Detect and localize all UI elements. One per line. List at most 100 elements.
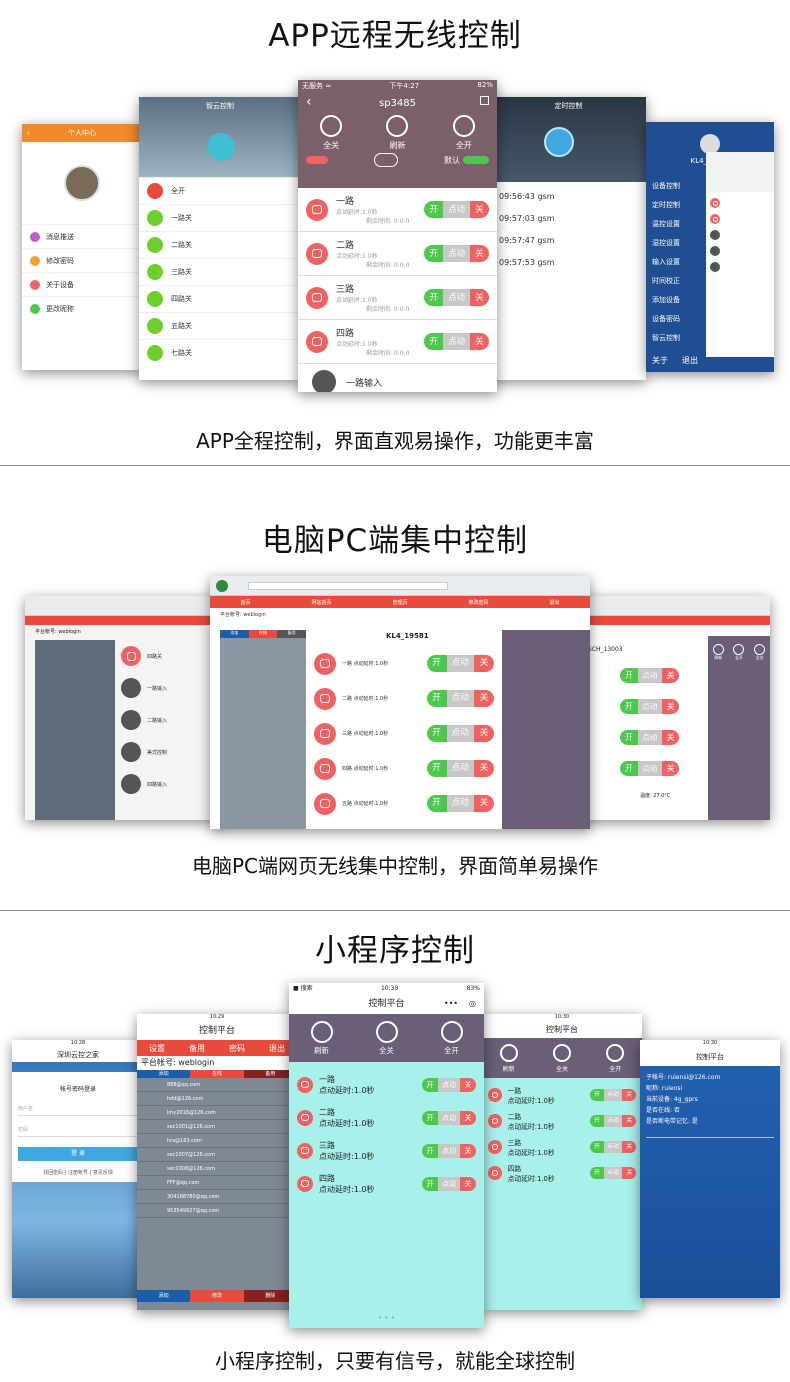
foot-button[interactable]: 添加 xyxy=(137,1290,191,1302)
off-button[interactable]: 关 xyxy=(469,289,489,306)
pulse-button[interactable]: 点动 xyxy=(637,698,662,715)
off-button[interactable]: 关 xyxy=(661,729,680,746)
off-button[interactable]: 关 xyxy=(460,1176,476,1191)
on-button[interactable]: 开 xyxy=(424,201,444,218)
personal-menu-item[interactable]: 修改密码 xyxy=(22,248,142,272)
login-button[interactable]: 登 录 xyxy=(18,1147,138,1161)
mini-col[interactable]: 添加 xyxy=(137,1070,191,1078)
off-button[interactable]: 关 xyxy=(622,1167,636,1179)
nav-link[interactable]: 修改密码 xyxy=(468,599,489,606)
pulse-button[interactable]: 点动 xyxy=(438,1143,460,1158)
pulse-button[interactable]: 点动 xyxy=(446,654,474,673)
mini-action[interactable]: 全关 xyxy=(552,1043,571,1073)
on-button[interactable]: 开 xyxy=(620,698,638,715)
mini-col[interactable]: 在线 xyxy=(190,1070,244,1078)
on-button[interactable]: 开 xyxy=(426,689,447,708)
mini-action[interactable]: 全开 xyxy=(440,1020,463,1056)
pulse-button[interactable]: 点动 xyxy=(443,201,470,218)
off-button[interactable]: 关 xyxy=(460,1077,476,1092)
smart-item[interactable]: 四路关 xyxy=(139,285,301,312)
pulse-button[interactable]: 点动 xyxy=(603,1167,623,1179)
pulse-button[interactable]: 点动 xyxy=(603,1115,623,1127)
on-button[interactable]: 开 xyxy=(620,667,638,684)
about-link[interactable]: 关于 xyxy=(652,356,668,365)
on-button[interactable]: 开 xyxy=(590,1115,604,1127)
foot-button[interactable]: 修改 xyxy=(190,1290,244,1302)
pulse-button[interactable]: 点动 xyxy=(443,333,470,350)
back-icon[interactable]: ‹ xyxy=(27,129,30,137)
menu-item[interactable]: 湿控设置 xyxy=(652,239,680,247)
account-item[interactable]: 888@qq.com xyxy=(137,1078,297,1092)
pulse-button[interactable]: 点动 xyxy=(603,1141,623,1153)
mini-tab[interactable]: 密码 xyxy=(229,1043,245,1053)
timer-entry[interactable]: 09:56:43 gsm xyxy=(499,192,555,201)
personal-menu-item[interactable]: 关于设备 xyxy=(22,272,142,296)
mode-pill[interactable] xyxy=(306,156,328,164)
pulse-button[interactable]: 点动 xyxy=(446,794,474,813)
pulse-button[interactable]: 点动 xyxy=(603,1089,623,1101)
off-button[interactable]: 关 xyxy=(469,245,489,262)
on-button[interactable]: 开 xyxy=(424,333,444,350)
account-item[interactable]: lmy2018@126.com xyxy=(137,1106,297,1120)
smart-item[interactable]: 五路关 xyxy=(139,312,301,339)
mini-tab[interactable]: 设置 xyxy=(149,1043,165,1053)
menu-item[interactable]: 设备控制 xyxy=(652,182,680,190)
off-button[interactable]: 关 xyxy=(622,1141,636,1153)
default-toggle[interactable] xyxy=(463,156,489,164)
off-button[interactable]: 关 xyxy=(661,760,680,777)
on-button[interactable]: 开 xyxy=(422,1143,438,1158)
on-button[interactable]: 开 xyxy=(424,289,444,306)
pulse-button[interactable]: 点动 xyxy=(443,245,470,262)
action-全关[interactable]: 全关 xyxy=(320,115,343,151)
account-item[interactable]: 953549927@qq.com xyxy=(137,1204,297,1218)
list-tab[interactable]: 添加 xyxy=(220,630,249,638)
account-item[interactable]: FFF@qq.com xyxy=(137,1176,297,1190)
pulse-button[interactable]: 点动 xyxy=(637,760,662,777)
action-全开[interactable]: 全开 xyxy=(452,115,475,151)
pc-action[interactable]: 全关 xyxy=(754,644,766,661)
timer-entry[interactable]: 09:57:03 gsm xyxy=(499,214,555,223)
nav-link[interactable]: 管理页 xyxy=(392,599,408,606)
action-刷新[interactable]: 刷新 xyxy=(386,115,409,151)
mini-action[interactable]: 全开 xyxy=(606,1043,625,1073)
pulse-button[interactable]: 点动 xyxy=(446,724,474,743)
more-icon[interactable]: ••• xyxy=(443,999,458,1008)
off-button[interactable]: 关 xyxy=(622,1115,636,1127)
mini-action[interactable]: 刷新 xyxy=(499,1043,518,1073)
on-button[interactable]: 开 xyxy=(620,760,638,777)
menu-item[interactable]: 设备密码 xyxy=(652,315,680,323)
on-button[interactable]: 开 xyxy=(424,245,444,262)
pulse-button[interactable]: 点动 xyxy=(637,667,662,684)
target-icon[interactable]: ◎ xyxy=(469,999,476,1008)
foot-button[interactable]: 删除 xyxy=(243,1290,297,1302)
pulse-button[interactable]: 点动 xyxy=(446,759,474,778)
back-icon[interactable]: ‹ xyxy=(306,94,312,110)
logout-link[interactable]: 退出 xyxy=(682,356,698,365)
on-button[interactable]: 开 xyxy=(426,724,447,743)
off-button[interactable]: 关 xyxy=(474,724,494,743)
password-input[interactable]: 密码 xyxy=(18,1126,138,1137)
on-button[interactable]: 开 xyxy=(590,1089,604,1101)
on-button[interactable]: 开 xyxy=(422,1176,438,1191)
personal-menu-item[interactable]: 更改昵称 xyxy=(22,296,142,320)
off-button[interactable]: 关 xyxy=(661,667,680,684)
timer-entry[interactable]: 09:57:53 gsm xyxy=(499,258,555,267)
on-button[interactable]: 开 xyxy=(590,1167,604,1179)
account-item[interactable]: sec1007@126.com xyxy=(137,1148,297,1162)
pulse-button[interactable]: 点动 xyxy=(443,289,470,306)
off-button[interactable]: 关 xyxy=(474,654,494,673)
pulse-button[interactable]: 点动 xyxy=(438,1077,460,1092)
on-button[interactable]: 开 xyxy=(590,1141,604,1153)
mini-col[interactable]: 备用 xyxy=(243,1070,297,1078)
list-tab[interactable]: 备用 xyxy=(277,630,307,638)
menu-item[interactable]: 智云控制 xyxy=(652,334,680,342)
nav-link[interactable]: 首页 xyxy=(240,599,251,606)
nav-link[interactable]: 退出 xyxy=(549,599,560,606)
menu-item[interactable]: 输入设置 xyxy=(652,258,680,266)
list-tab[interactable]: 在线 xyxy=(248,630,278,638)
on-button[interactable]: 开 xyxy=(426,794,447,813)
account-item[interactable]: sec1001@126.com xyxy=(137,1120,297,1134)
pulse-button[interactable]: 点动 xyxy=(438,1176,460,1191)
on-button[interactable]: 开 xyxy=(620,729,638,746)
off-button[interactable]: 关 xyxy=(474,689,494,708)
